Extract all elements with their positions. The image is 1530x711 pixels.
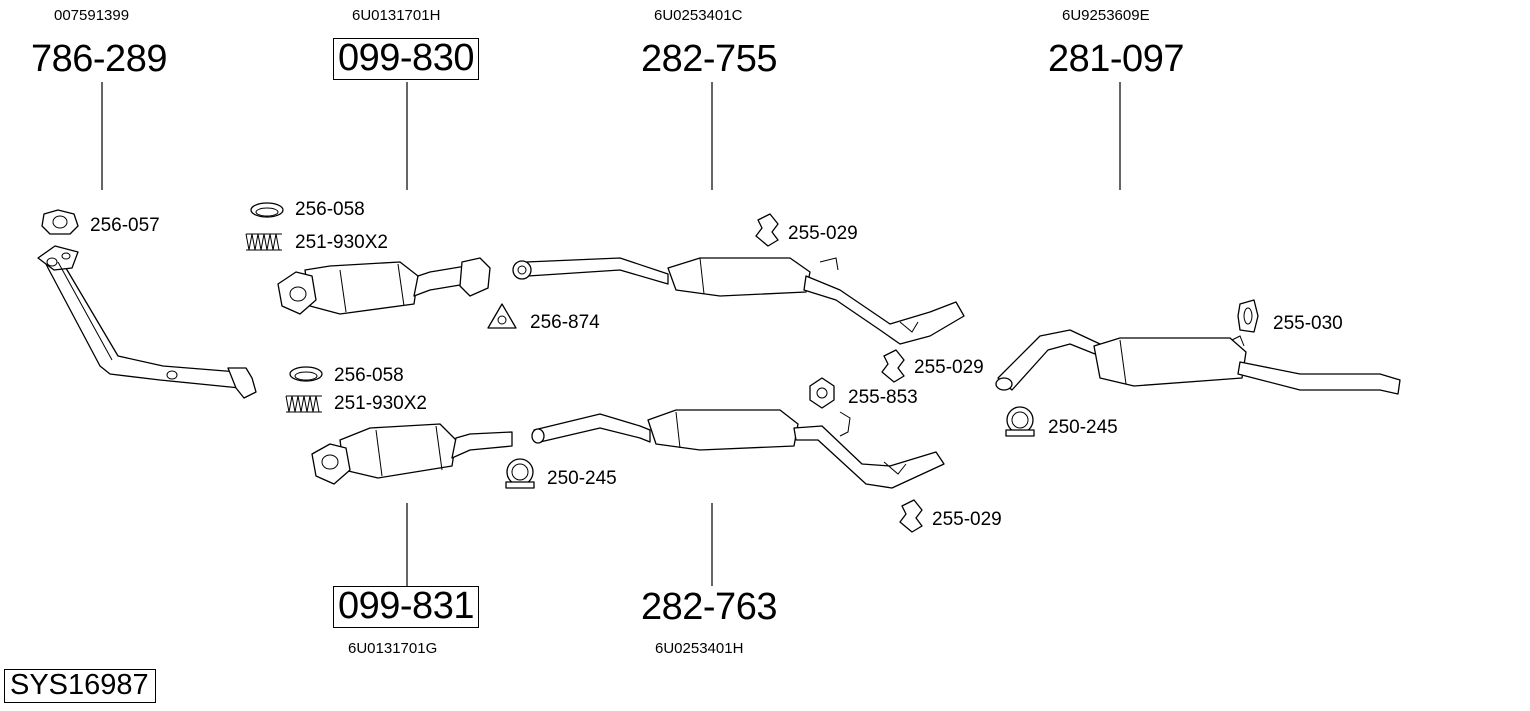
rear-muffler-281-097-drawing[interactable] [995,329,1401,395]
label-triangle-gasket[interactable]: 256-874 [530,312,600,333]
hanger-255-853-icon[interactable] [809,377,851,437]
front-pipe-drawing[interactable] [37,245,257,399]
label-ring-lower[interactable]: 256-058 [334,365,404,386]
part-cat-2[interactable]: 099-831 [333,586,479,628]
part-middle-1[interactable]: 282-755 [641,38,777,80]
part-front-pipe[interactable]: 786-289 [31,38,167,80]
part-middle-2[interactable]: 282-763 [641,586,777,628]
part-rear[interactable]: 281-097 [1048,38,1184,80]
label-spring-lower[interactable]: 251-930X2 [334,393,427,414]
oem-cat-2: 6U0131701G [348,640,438,657]
ring-lower-icon[interactable] [289,366,323,382]
oem-cat-1: 6U0131701H [352,7,441,24]
system-id: SYS16987 [4,669,156,703]
label-hanger-top[interactable]: 255-029 [788,223,858,244]
oem-middle-2: 6U0253401H [655,640,744,657]
oem-rear: 6U9253609E [1062,7,1150,24]
hanger-255-030-icon[interactable] [1237,299,1259,333]
catalyst-099-831-drawing[interactable] [311,423,513,485]
label-clamp-rear[interactable]: 250-245 [1048,417,1118,438]
clamp-rear-icon[interactable] [1005,406,1035,437]
label-hanger-bottom[interactable]: 255-029 [932,509,1002,530]
label-spring-upper[interactable]: 251-930X2 [295,232,388,253]
middle-muffler-282-755-drawing[interactable] [512,257,965,345]
triangle-gasket-icon[interactable] [487,303,517,329]
label-ring-upper[interactable]: 256-058 [295,199,365,220]
ring-upper-icon[interactable] [250,202,284,218]
spring-upper-icon[interactable] [245,233,282,251]
label-hanger-mid-right[interactable]: 255-029 [914,357,984,378]
hanger-mid-right-icon[interactable] [881,349,905,383]
leader-lines [101,82,1121,586]
clamp-lower-icon[interactable] [505,458,535,489]
label-clamp-lower[interactable]: 250-245 [547,468,617,489]
label-hanger-rear[interactable]: 255-030 [1273,313,1343,334]
hanger-bottom-icon[interactable] [899,499,923,533]
middle-muffler-282-763-drawing[interactable] [531,409,945,489]
catalyst-099-830-drawing[interactable] [277,257,491,315]
part-cat-1[interactable]: 099-830 [333,38,479,80]
spring-lower-icon[interactable] [285,395,322,413]
label-gasket-front[interactable]: 256-057 [90,215,160,236]
hanger-top-icon[interactable] [755,213,779,247]
gasket-256-057-icon[interactable] [41,209,79,235]
oem-front-pipe: 007591399 [54,7,130,24]
label-hanger-mid-lower[interactable]: 255-853 [848,387,918,408]
oem-middle-1: 6U0253401C [654,7,743,24]
